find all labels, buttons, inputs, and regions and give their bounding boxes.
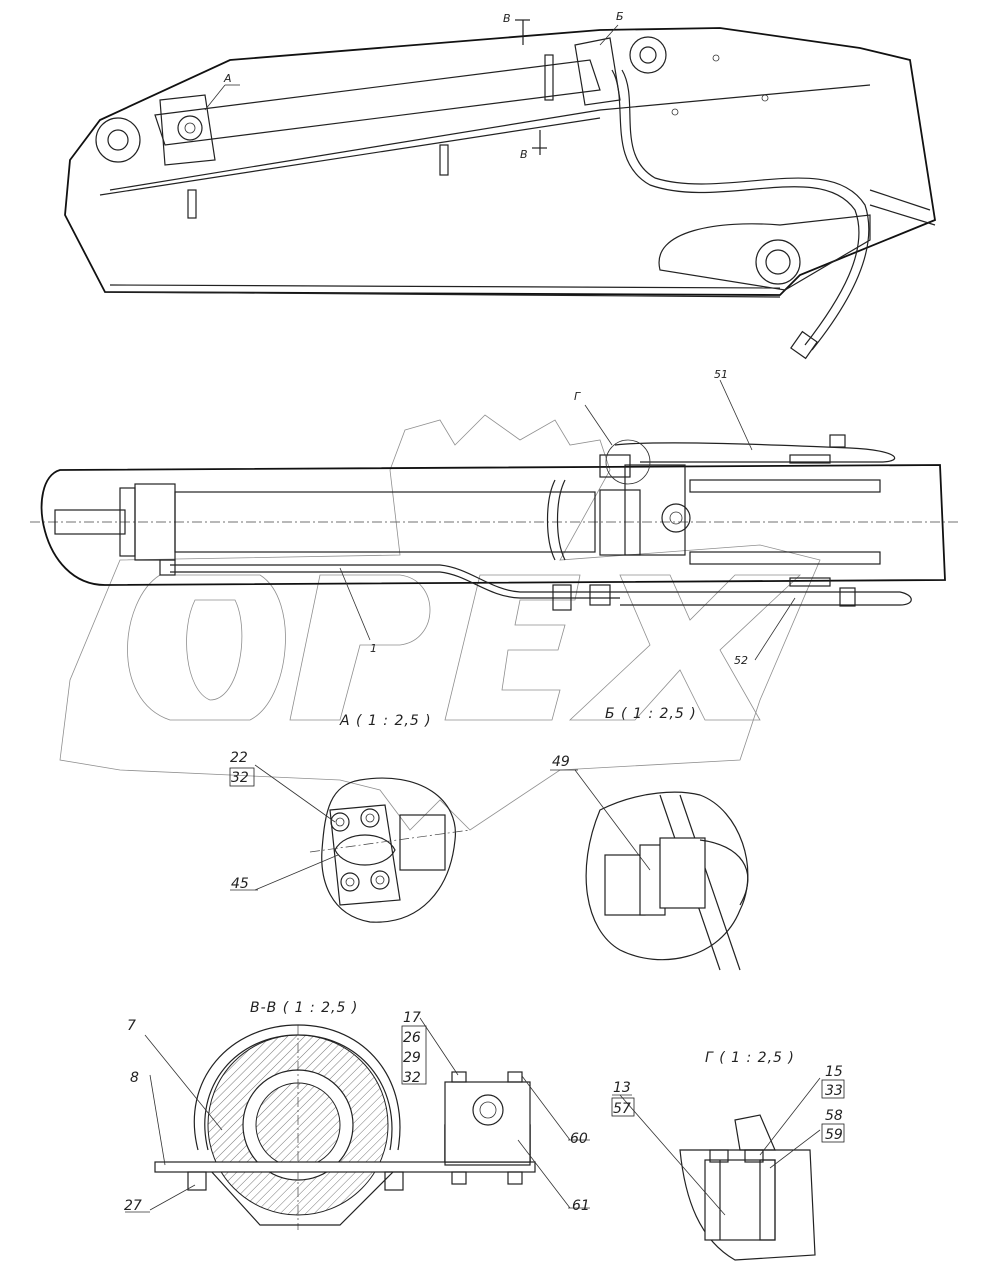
detail-view-g xyxy=(611,1077,845,1261)
marker-b: Б xyxy=(616,10,624,23)
detail-view-a xyxy=(229,764,471,923)
view-vv-title: В-В ( 1 : 2,5 ) xyxy=(250,1000,358,1016)
callout-58: 58 xyxy=(825,1108,843,1124)
callout-7: 7 xyxy=(127,1018,136,1034)
callout-49: 49 xyxy=(552,754,570,770)
view-b-title: Б ( 1 : 2,5 ) xyxy=(605,706,697,722)
callout-29: 29 xyxy=(403,1050,421,1066)
callout-61: 61 xyxy=(572,1198,590,1214)
callout-59: 59 xyxy=(825,1127,843,1143)
callout-8: 8 xyxy=(130,1070,139,1086)
marker-v-top: В xyxy=(503,12,511,25)
view-a-title: А ( 1 : 2,5 ) xyxy=(339,713,432,729)
callout-57: 57 xyxy=(613,1101,631,1117)
callout-15: 15 xyxy=(825,1064,843,1080)
callout-13: 13 xyxy=(613,1080,631,1096)
side-boom-view xyxy=(30,379,960,661)
marker-v-bottom: В xyxy=(520,148,528,161)
callout-32-b: 32 xyxy=(403,1070,421,1086)
callout-45: 45 xyxy=(231,876,249,892)
callout-52: 52 xyxy=(734,654,748,667)
callout-32-a: 32 xyxy=(231,770,249,786)
callout-33: 33 xyxy=(825,1083,843,1099)
callout-51: 51 xyxy=(714,368,728,381)
view-g-title: Г ( 1 : 2,5 ) xyxy=(705,1050,795,1066)
callout-60: 60 xyxy=(570,1131,588,1147)
callout-22: 22 xyxy=(230,750,248,766)
marker-g: Г xyxy=(574,390,581,403)
marker-a: А xyxy=(223,72,232,85)
callout-26: 26 xyxy=(403,1030,421,1046)
opex-watermark-logo xyxy=(59,414,821,831)
detail-view-b xyxy=(550,769,749,971)
top-boom-view xyxy=(64,19,936,360)
section-vv xyxy=(125,1017,590,1230)
callout-1: 1 xyxy=(370,642,377,655)
callout-27: 27 xyxy=(124,1198,142,1214)
callout-17: 17 xyxy=(403,1010,421,1026)
